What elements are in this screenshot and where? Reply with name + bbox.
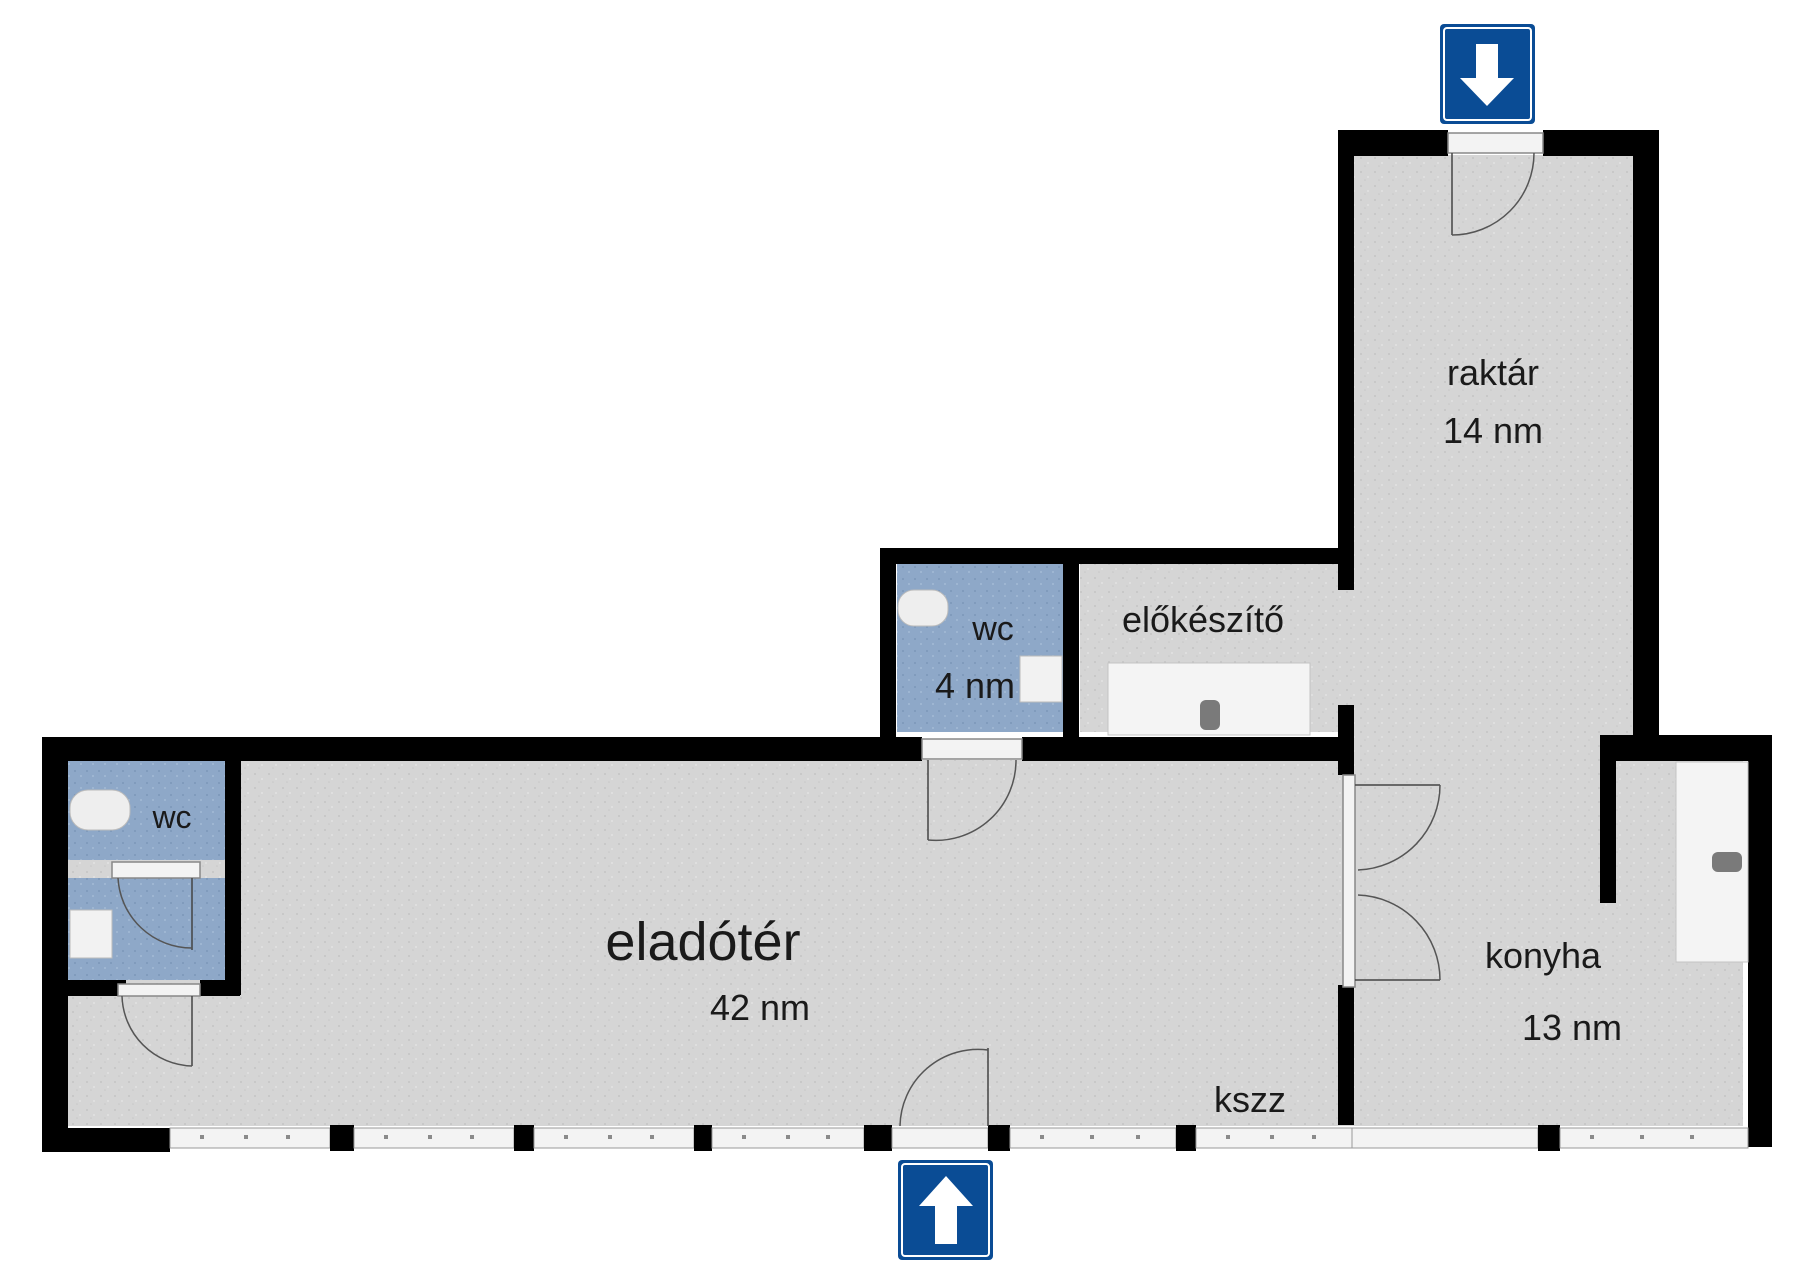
- window: [353, 1127, 515, 1149]
- room-area-konyha: 13 nm: [1522, 1007, 1622, 1048]
- room-name-raktar: raktár: [1447, 352, 1539, 393]
- arrow-down-icon: [1460, 44, 1514, 106]
- door-frame: [921, 738, 1023, 760]
- room-name-elokeszito: előkészítő: [1122, 599, 1284, 640]
- window: [533, 1127, 695, 1149]
- room-name-konyha: konyha: [1485, 935, 1602, 976]
- toilet-icon: [897, 589, 949, 627]
- windows: [169, 1125, 1749, 1151]
- room-area-raktar: 14 nm: [1443, 410, 1543, 451]
- room-area-wc-upper: 4 nm: [935, 665, 1015, 706]
- room-name-kszz: kszz: [1214, 1079, 1286, 1120]
- floor-raktar: [1348, 155, 1634, 755]
- fixtures: [69, 589, 1749, 963]
- room-area-eladoter: 42 nm: [710, 987, 810, 1028]
- window: [1559, 1127, 1749, 1149]
- door-threshold: [891, 1127, 989, 1149]
- window: [1351, 1127, 1539, 1149]
- floors: [68, 155, 1743, 1126]
- doors: [111, 132, 1544, 1127]
- arrow-up-icon: [919, 1176, 973, 1244]
- door-frame: [117, 983, 201, 997]
- entrance-sign-top: [1440, 24, 1535, 124]
- kitchen-sink-icon: [1107, 662, 1311, 736]
- kitchen-sink-icon: [1675, 761, 1749, 963]
- door-frame: [1342, 774, 1356, 988]
- entrance-sign-bottom: [898, 1160, 993, 1260]
- door-frame: [111, 861, 201, 879]
- sink-icon: [1019, 655, 1063, 703]
- room-name-wc-upper: wc: [971, 610, 1014, 648]
- labels: eladótér 42 nm raktár 14 nm konyha 13 nm…: [151, 352, 1622, 1120]
- walls: [42, 130, 1772, 1152]
- room-name-wc-left: wc: [151, 799, 191, 835]
- room-name-eladoter: eladótér: [605, 912, 800, 972]
- floor-eladoter: [68, 760, 1348, 1126]
- window: [169, 1127, 331, 1149]
- door-frame: [1447, 132, 1544, 154]
- toilet-icon: [69, 789, 131, 831]
- sink-icon: [69, 909, 113, 959]
